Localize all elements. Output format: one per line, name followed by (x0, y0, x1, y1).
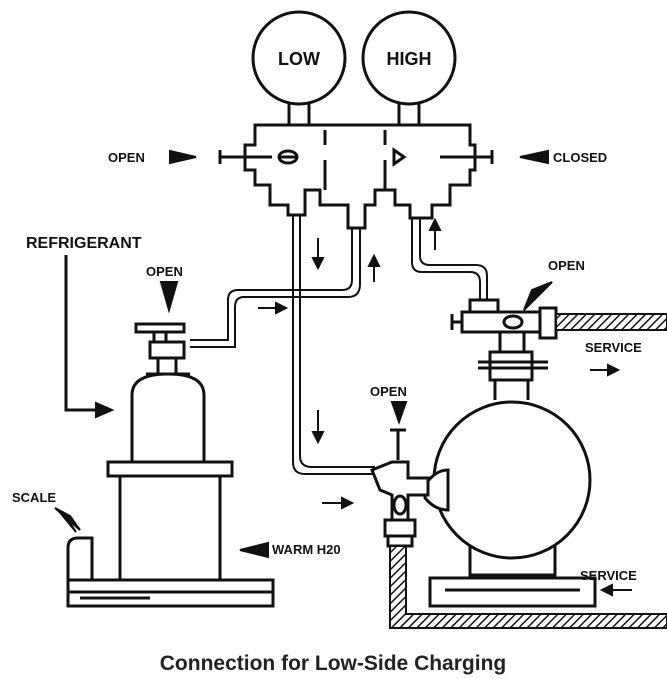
refrigerant-cylinder (132, 324, 204, 470)
open-cylinder-label: OPEN (146, 264, 183, 279)
scale-label: SCALE (12, 490, 56, 505)
open-suction-label: OPEN (370, 384, 407, 399)
open-service-top-label: OPEN (548, 258, 585, 273)
compressor (425, 352, 595, 606)
service-line-top (556, 314, 667, 330)
compressor-body (434, 402, 590, 558)
compressor-base (430, 578, 595, 606)
service-top-label: SERVICE (585, 340, 642, 355)
flow-arrows (258, 220, 632, 595)
high-gauge-label: HIGH (387, 49, 432, 69)
warm-water-label: WARM H20 (272, 542, 341, 557)
hoses (190, 215, 487, 474)
manifold-gauge-set (220, 12, 492, 228)
water-bucket (108, 462, 232, 582)
refrigerant-label: REFRIGERANT (26, 235, 142, 252)
open-left-label: OPEN (108, 150, 145, 165)
diagram-caption: Connection for Low-Side Charging (160, 652, 506, 675)
service-bottom-label: SERVICE (580, 568, 637, 583)
discharge-service-valve (452, 300, 556, 352)
manifold-body (245, 125, 475, 228)
closed-label: CLOSED (553, 150, 607, 165)
suction-service-valve (372, 430, 428, 546)
low-gauge-label: LOW (278, 49, 320, 69)
